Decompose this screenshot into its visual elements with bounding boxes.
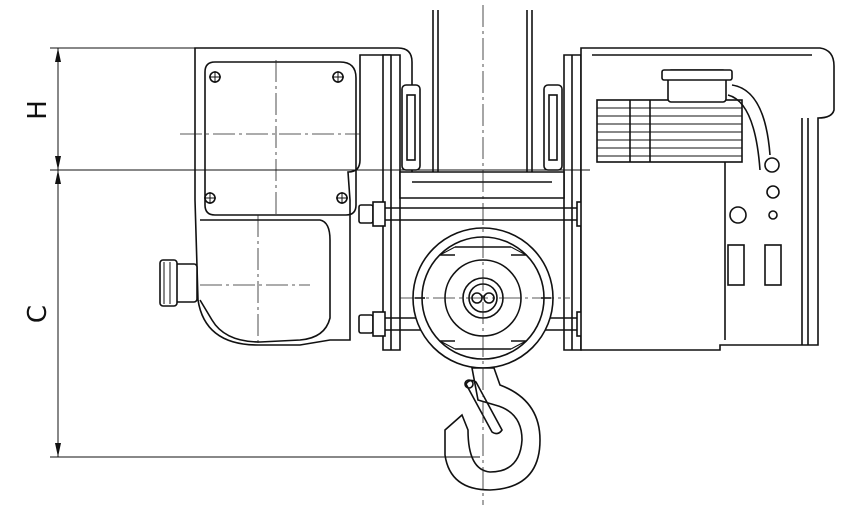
right-side-plate bbox=[543, 54, 582, 351]
dimension-h-label: H bbox=[23, 100, 53, 120]
cover-bolt bbox=[204, 192, 216, 204]
right-motor-housing bbox=[580, 47, 835, 351]
cover-bolt bbox=[209, 71, 221, 83]
crane-hook bbox=[444, 367, 541, 491]
cross-member bbox=[399, 171, 565, 199]
cover-bolt bbox=[332, 71, 344, 83]
dimension-lines bbox=[50, 47, 590, 458]
motor-fins bbox=[596, 99, 743, 163]
left-gearbox-housing bbox=[180, 47, 413, 346]
dimension-c-label: C bbox=[23, 305, 53, 323]
cover-bolt bbox=[336, 192, 348, 204]
left-side-plate bbox=[382, 54, 421, 351]
cable-gland bbox=[159, 259, 198, 307]
beam-web bbox=[432, 10, 533, 172]
